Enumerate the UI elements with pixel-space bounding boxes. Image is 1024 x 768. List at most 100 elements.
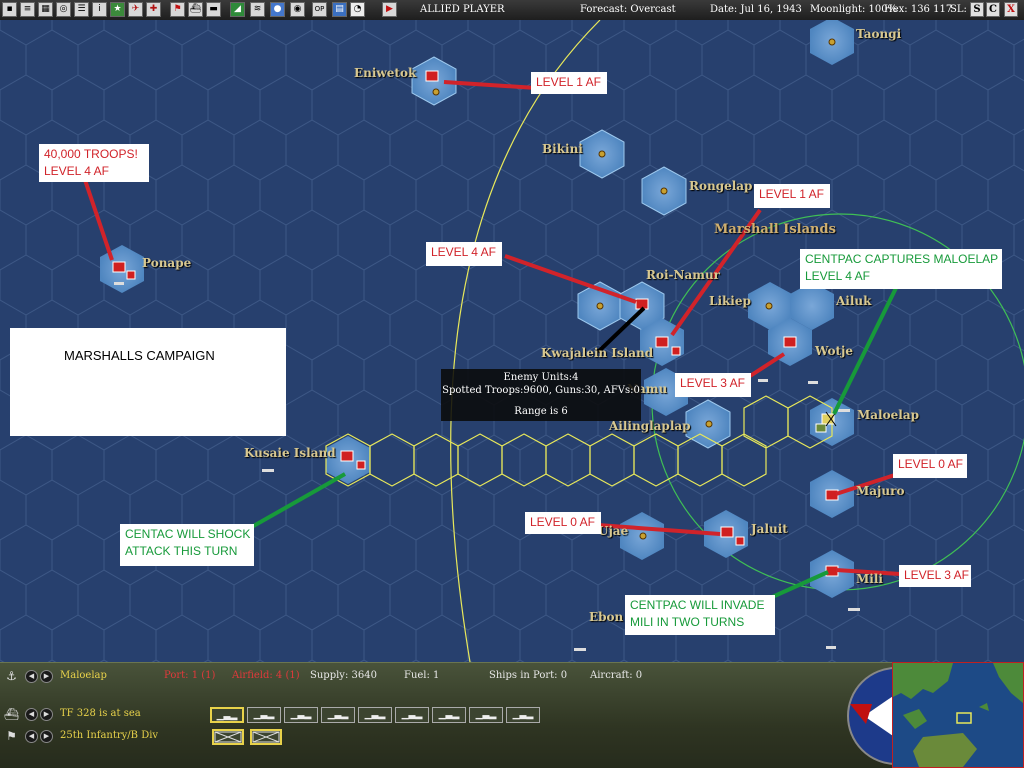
place-label-maloelap: Maloelap [857,408,919,422]
allied-emblem [846,664,894,768]
anchor-icon: ⚓ [6,669,17,683]
group-icon[interactable]: ◎ [56,2,71,17]
list-icon[interactable]: ☰ [74,2,89,17]
supply-value: Supply: 3640 [310,670,377,681]
fuel-value: Fuel: 1 [404,670,440,681]
base-name[interactable]: Maloelap [60,670,107,681]
ship-slot-7[interactable]: ▁▃▂ [432,707,466,723]
place-label-kusaie: Kusaie Island [244,446,336,460]
end-turn-icon[interactable]: ▶ [382,2,397,17]
sl-label: SL: [950,4,967,15]
hex-map[interactable]: Taongi Eniwetok Bikini Rongelap Marshall… [0,20,1024,662]
mini-map[interactable] [892,662,1024,768]
place-label-taongi: Taongi [856,27,902,41]
base-list-icon[interactable]: ▦ [38,2,53,17]
place-label-likiep: Likiep [709,294,751,308]
ship-slot-1[interactable]: ▁▃▂ [210,707,244,723]
place-label-ailuk: Ailuk [836,294,872,308]
s-button[interactable]: S [970,2,984,17]
base-row: ⚓ ◀ ▶ Maloelap Port: 1 (1) Airfield: 4 (… [0,667,890,687]
aircraft-icon[interactable]: ✈ [128,2,143,17]
place-label-jaluit: Jaluit [751,522,788,536]
ship-slot-4[interactable]: ▁▃▂ [321,707,355,723]
top-toolbar: ▪ ≡ ▦ ◎ ☰ i ★ ✈ ✚ ⚑ ⛴ ▬ ◢ ≋ ● ◉ OP ▤ ◔ ▶… [0,0,1024,21]
minimap-viewport[interactable] [956,712,972,724]
next-taskforce-button[interactable]: ▶ [40,708,53,721]
tooltip-range: Range is 6 [514,406,568,417]
target-icon[interactable]: ◉ [290,2,305,17]
ship-slot-3[interactable]: ▁▃▂ [284,707,318,723]
next-base-button[interactable]: ▶ [40,670,53,683]
callout-roi-namur: LEVEL 4 AF [426,242,502,266]
globe-icon[interactable]: ● [270,2,285,17]
place-label-marshall-islands: Marshall Islands [714,222,836,237]
date-label: Date: Jul 16, 1943 [710,4,802,15]
ship-row-icon: ⛴ [4,707,20,721]
airfield-value: Airfield: 4 (1) [232,670,300,681]
terrain-icon[interactable]: ◢ [230,2,245,17]
place-label-ujae: Ujae [598,524,629,538]
sea-icon[interactable]: ◔ [350,2,365,17]
place-label-ailinglaplap: Ailinglaplap [609,419,691,433]
ship-icon[interactable]: ⛴ [188,2,203,17]
c-button[interactable]: C [986,2,1000,17]
ship-slot-2[interactable]: ▁▃▂ [247,707,281,723]
place-label-ebon: Ebon [589,610,624,624]
enemy-base-markers[interactable] [112,70,839,577]
ship-slot-5[interactable]: ▁▃▂ [358,707,392,723]
convoy-icon[interactable]: ▬ [206,2,221,17]
ship-slot-8[interactable]: ▁▃▂ [469,707,503,723]
op-icon[interactable]: OP [312,2,327,17]
prev-unit-button[interactable]: ◀ [25,730,38,743]
map-icon[interactable]: ▤ [332,2,347,17]
callout-lines [83,80,901,600]
ship-slot-9[interactable]: ▁▃▂ [506,707,540,723]
allied-units-maloelap[interactable] [815,411,837,433]
callout-eniwetok: LEVEL 1 AF [531,72,607,94]
place-label-bikini: Bikini [542,142,583,156]
callout-ponape: 40,000 TROOPS!LEVEL 4 AF [39,144,149,182]
unit-flag-icon: ⚑ [6,729,17,743]
moonlight-label: Moonlight: 100% [810,4,898,15]
plane-icon[interactable]: ✚ [146,2,161,17]
unit-row: ⚑ ◀ ▶ 25th Infantry/B Div [0,727,890,747]
prev-taskforce-button[interactable]: ◀ [25,708,38,721]
island-dots [432,38,836,540]
flag-icon[interactable]: ⚑ [170,2,185,17]
ship-slot-6[interactable]: ▁▃▂ [395,707,429,723]
port-value: Port: 1 (1) [164,670,216,681]
player-label: ALLIED PLAYER [420,4,505,15]
campaign-title-box: MARSHALLS CAMPAIGN [10,328,286,436]
tooltip-enemy-units: Enemy Units:4 [503,372,579,383]
callout-jaluit: LEVEL 0 AF [525,512,601,534]
hex-coord-label: Hex: 136 117 [884,4,953,15]
x-button[interactable]: X [1004,2,1018,17]
place-label-mili: Mili [856,572,883,586]
infantry-unit-slot-2[interactable] [250,729,282,745]
unit-name[interactable]: 25th Infantry/B Div [60,730,159,741]
forecast-label: Forecast: Overcast [580,4,676,15]
place-label-majuro: Majuro [856,484,905,498]
ship-markers[interactable] [114,282,860,651]
info-icon[interactable]: i [92,2,107,17]
taskforce-row: ⛴ ◀ ▶ TF 328 is at sea [0,705,890,725]
next-unit-button[interactable]: ▶ [40,730,53,743]
info-panel: ⚓ ◀ ▶ Maloelap Port: 1 (1) Airfield: 4 (… [0,662,1024,768]
taskforce-status[interactable]: TF 328 is at sea [60,708,141,719]
place-label-kwajalein: Kwajalein Island [541,346,654,360]
callout-majuro: LEVEL 0 AF [893,454,967,478]
tooltip-spotted: Spotted Troops:9600, Guns:30, AFVs:0 [442,385,640,396]
infantry-unit-slot-1[interactable] [212,729,244,745]
prev-base-button[interactable]: ◀ [25,670,38,683]
menu-icon[interactable]: ▪ [2,2,17,17]
place-label-wotje: Wotje [815,344,854,358]
callout-rongelap: LEVEL 1 AF [754,184,830,208]
report-icon[interactable]: ≡ [20,2,35,17]
star-icon[interactable]: ★ [110,2,125,17]
taskforce-icon[interactable]: ≋ [250,2,265,17]
aircraft-value: Aircraft: 0 [590,670,643,681]
callout-wotje: LEVEL 3 AF [675,373,751,397]
